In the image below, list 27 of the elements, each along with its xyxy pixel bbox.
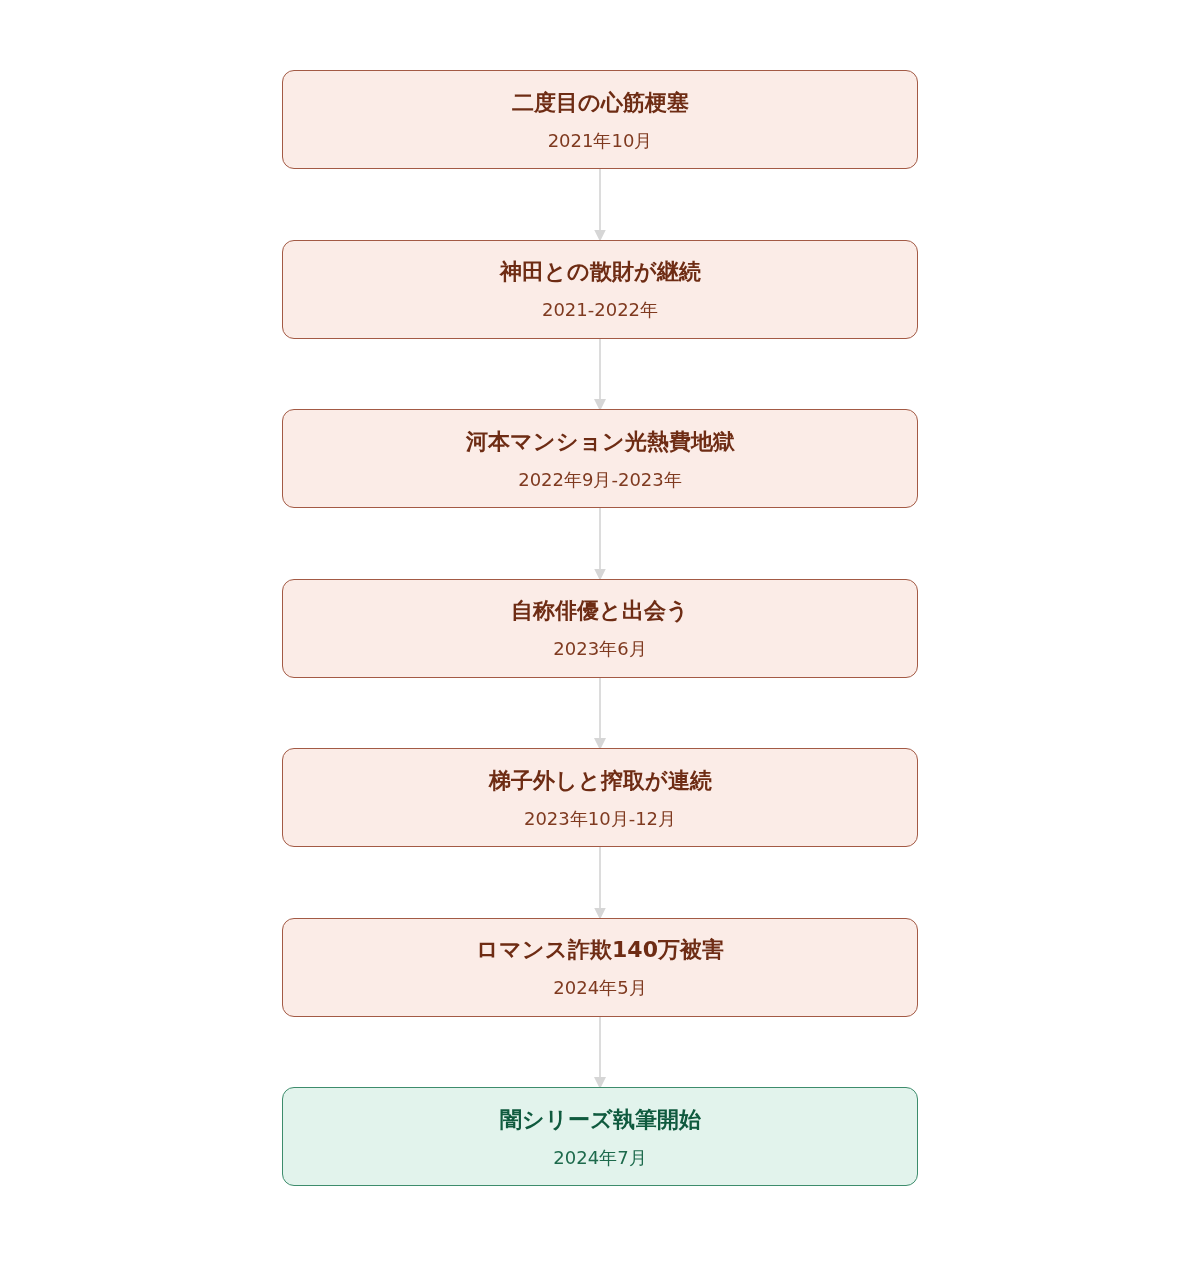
arrow — [594, 1015, 606, 1089]
event-date: 2021年10月 — [547, 128, 653, 153]
event-date: 2023年10月-12月 — [523, 806, 677, 831]
event-box — [282, 917, 918, 1017]
event-box — [282, 1087, 918, 1186]
event-title: 自称俳優と出会う — [511, 597, 689, 625]
event-title: 河本マンション光熱費地獄 — [465, 427, 735, 456]
event-date: 2021-2022年 — [541, 298, 659, 322]
arrow — [594, 168, 606, 242]
event-box — [282, 578, 918, 678]
event-title: 二度目の心筋梗塞 — [511, 88, 689, 117]
event-box — [282, 70, 918, 169]
event-box — [282, 409, 918, 508]
arrow — [594, 507, 606, 581]
event-title: 闇シリーズ執筆開始 — [499, 1105, 701, 1134]
event-title: 神田との散財が継続 — [499, 258, 701, 286]
arrow — [594, 846, 606, 920]
event-date: 2024年7月 — [553, 1145, 647, 1170]
event-date: 2022年9月-2023年 — [518, 467, 682, 492]
event-date: 2024年5月 — [553, 976, 647, 1000]
event-title: 梯子外しと搾取が連続 — [488, 766, 712, 795]
arrow — [594, 676, 606, 750]
event-date: 2023年6月 — [553, 637, 647, 661]
arrow — [594, 337, 606, 411]
event-box — [282, 239, 918, 339]
event-box — [282, 748, 918, 847]
event-title: ロマンス詐欺140万被害 — [476, 936, 724, 964]
